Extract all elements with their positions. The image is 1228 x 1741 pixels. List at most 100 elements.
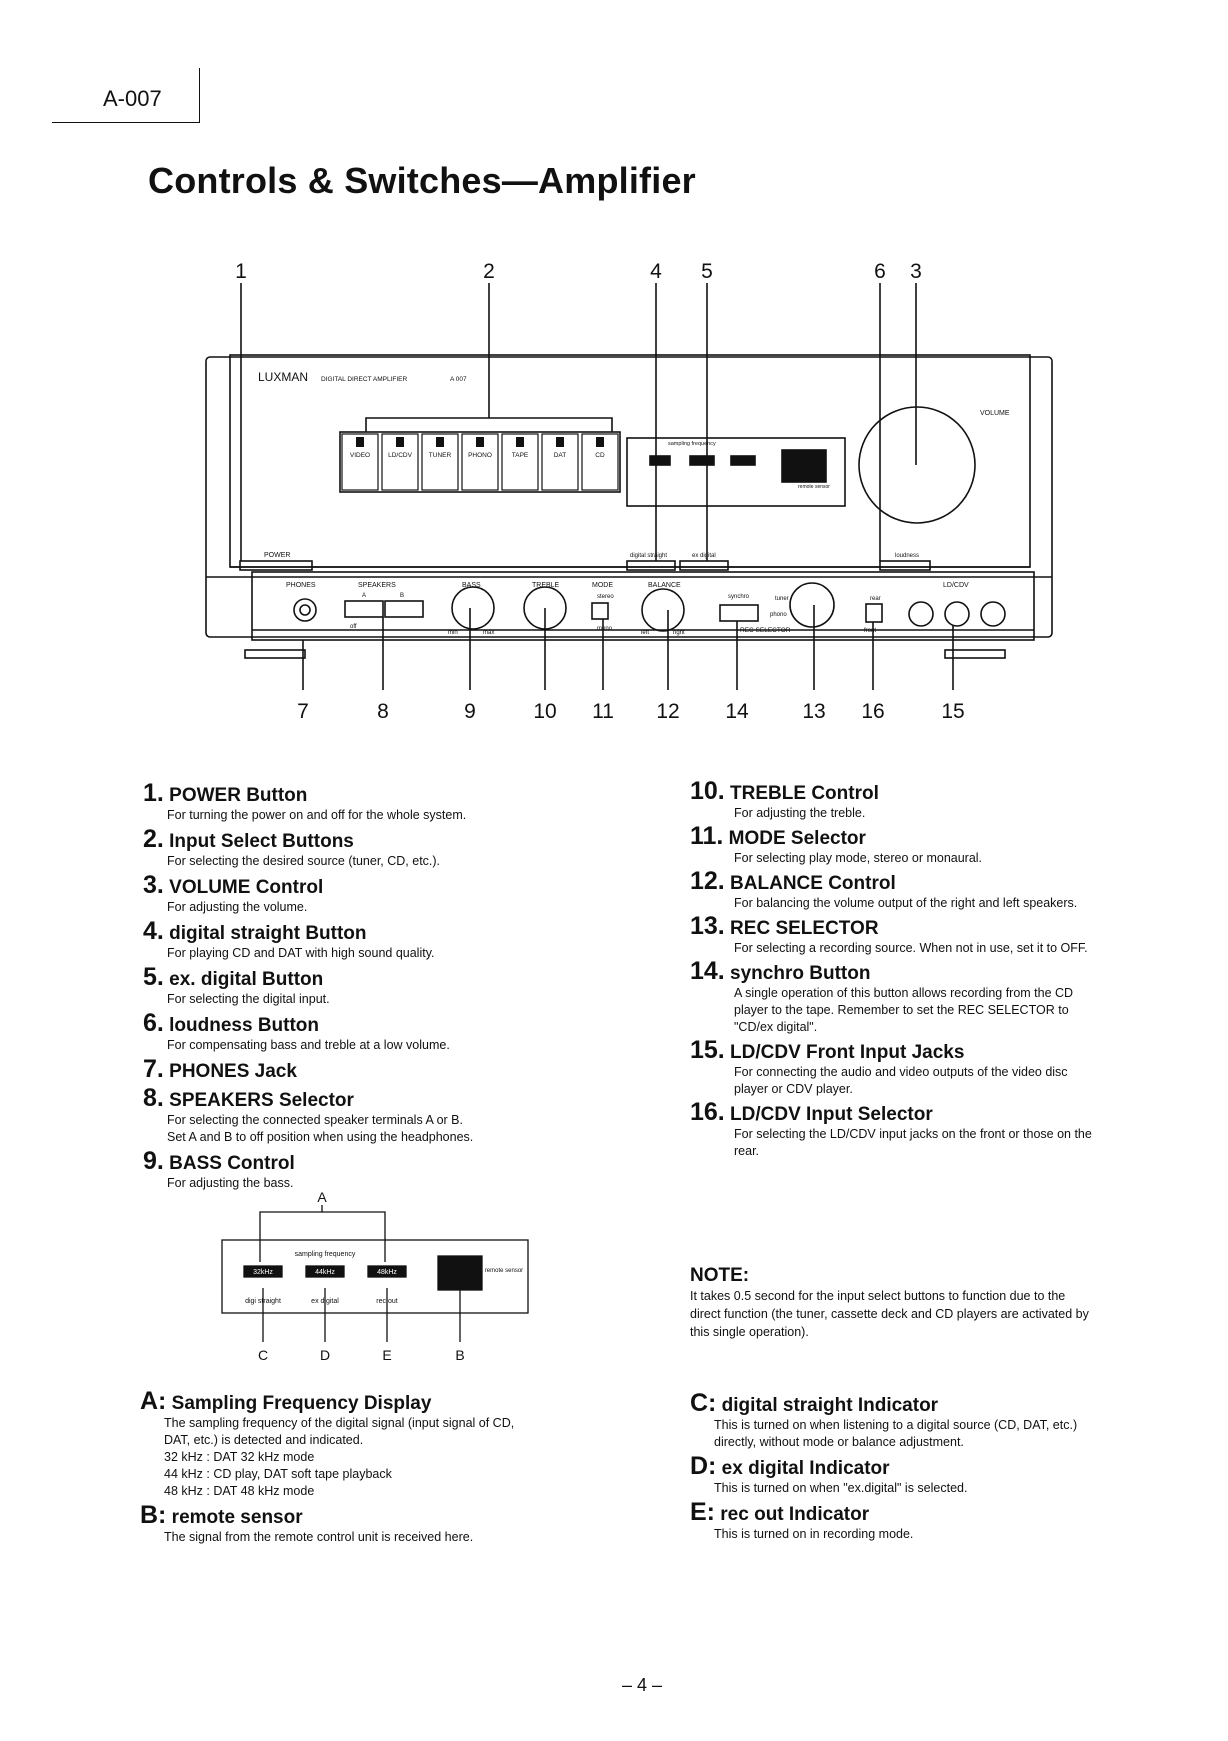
input-button-label: LD/CDV — [388, 452, 413, 459]
input-button-label: TUNER — [429, 452, 452, 459]
note-block: NOTE: It takes 0.5 second for the input … — [690, 1265, 1160, 1341]
input-button-dat[interactable] — [541, 433, 579, 491]
input-button-tuner[interactable] — [421, 433, 459, 491]
balance-right-label: right — [673, 630, 685, 636]
amplifier-front-panel-figure: 1 2 4 5 6 3 7 8 9 10 11 12 14 13 16 15 L… — [205, 260, 1053, 723]
speakers-label: SPEAKERS — [358, 582, 396, 589]
item-number: 3. — [143, 871, 164, 899]
item-title: REC SELECTOR — [730, 918, 879, 939]
item-description: "CD/ex digital". — [734, 1020, 818, 1034]
callout-15: 15 — [941, 700, 964, 723]
item-heading: 5. ex. digital Button — [143, 963, 703, 991]
input-button-label: VIDEO — [350, 452, 370, 459]
item-description: For selecting the digital input. — [167, 992, 330, 1006]
callout-12: 12 — [656, 700, 679, 723]
input-button-video[interactable] — [341, 433, 379, 491]
item-number: 14. — [690, 957, 725, 985]
item-title: POWER Button — [169, 785, 308, 806]
item-description: rear. — [734, 1144, 760, 1158]
item-heading: C: digital straight Indicator — [690, 1391, 1170, 1417]
freq-44: 44kHz — [315, 1269, 335, 1276]
item-description: For selecting a recording source. When n… — [734, 941, 1088, 955]
bass-label: BASS — [462, 582, 481, 589]
item-description: For adjusting the volume. — [167, 900, 308, 914]
item-title: LD/CDV Input Selector — [730, 1104, 933, 1125]
callout-4: 4 — [650, 260, 662, 283]
item-heading: 16. LD/CDV Input Selector — [690, 1100, 1160, 1126]
item-number: 7. — [143, 1055, 164, 1083]
item-title: ex. digital Button — [169, 969, 324, 990]
small-rec-out: rec out — [376, 1298, 397, 1305]
callout-11: 11 — [592, 700, 614, 723]
item-title: MODE Selector — [728, 828, 866, 849]
item-heading: E: rec out Indicator — [690, 1498, 1170, 1526]
input-button-label: PHONO — [468, 452, 492, 459]
note-line-3: this single operation). — [690, 1325, 809, 1339]
input-button-cd[interactable] — [581, 433, 619, 491]
brand-label: LUXMAN — [258, 370, 308, 384]
item-heading: 4. digital straight Button — [143, 919, 703, 945]
item-title: Input Select Buttons — [169, 831, 354, 852]
small-remote: remote sensor — [485, 1268, 523, 1274]
item-number: 2. — [143, 825, 164, 853]
note-line-2: direct function (the tuner, cassette dec… — [690, 1307, 1089, 1321]
item-title: rec out Indicator — [720, 1504, 870, 1525]
item-number: E: — [690, 1498, 715, 1526]
note-line-1: It takes 0.5 second for the input select… — [690, 1289, 1066, 1303]
synchro-label: synchro — [728, 594, 750, 600]
freq-48: 48kHz — [377, 1269, 397, 1276]
item-title: digital straight Indicator — [721, 1395, 939, 1416]
item-number: 11. — [690, 822, 724, 850]
callout-1: 1 — [235, 260, 247, 283]
callout-9: 9 — [464, 700, 476, 723]
item-title: SPEAKERS Selector — [169, 1090, 354, 1111]
small-callout-e: E — [382, 1347, 391, 1363]
input-indicator — [556, 437, 564, 447]
item-heading: 8. SPEAKERS Selector — [143, 1086, 703, 1112]
loudness-label: loudness — [895, 553, 919, 559]
input-button-tape[interactable] — [501, 433, 539, 491]
phones-label: PHONES — [286, 582, 316, 589]
phono-label: phono — [770, 612, 787, 618]
item-title: BALANCE Control — [730, 873, 896, 894]
model-number: A-007 — [103, 86, 162, 111]
item-description: player or CDV player. — [734, 1082, 853, 1096]
item-number: 6. — [143, 1009, 164, 1037]
item-description: For connecting the audio and video outpu… — [734, 1065, 1068, 1079]
item-heading: 15. LD/CDV Front Input Jacks — [690, 1038, 1160, 1064]
item-description: For selecting play mode, stereo or monau… — [734, 851, 983, 865]
item-number: B: — [140, 1501, 167, 1529]
item-heading: 2. Input Select Buttons — [143, 825, 703, 853]
callout-7: 7 — [297, 700, 309, 723]
item-description: For selecting the desired source (tuner,… — [167, 854, 441, 868]
item-number: 5. — [143, 963, 164, 991]
sampling-label: sampling frequency — [668, 441, 716, 447]
description-item: 7. PHONES Jack — [143, 1055, 703, 1083]
item-heading: D: ex digital Indicator — [690, 1454, 1170, 1480]
item-heading: 7. PHONES Jack — [143, 1055, 703, 1083]
item-heading: B: remote sensor — [140, 1501, 680, 1529]
item-description: For selecting the LD/CDV input jacks on … — [734, 1127, 1092, 1141]
item-title: remote sensor — [171, 1507, 303, 1528]
item-description: 44 kHz : CD play, DAT soft tape playback — [164, 1467, 392, 1481]
panel-model: A 007 — [450, 376, 467, 383]
model-underline — [52, 122, 200, 123]
input-button-phono[interactable] — [461, 433, 499, 491]
small-callout-b: B — [455, 1347, 464, 1363]
item-description: For selecting the connected speaker term… — [167, 1113, 463, 1127]
item-title: loudness Button — [169, 1015, 320, 1036]
input-button-ldcdv[interactable] — [381, 433, 419, 491]
bass-max-label: max — [483, 630, 494, 636]
item-title: ex digital Indicator — [721, 1458, 890, 1479]
item-heading: 10. TREBLE Control — [690, 779, 1160, 805]
item-heading: 9. BASS Control — [143, 1149, 703, 1175]
